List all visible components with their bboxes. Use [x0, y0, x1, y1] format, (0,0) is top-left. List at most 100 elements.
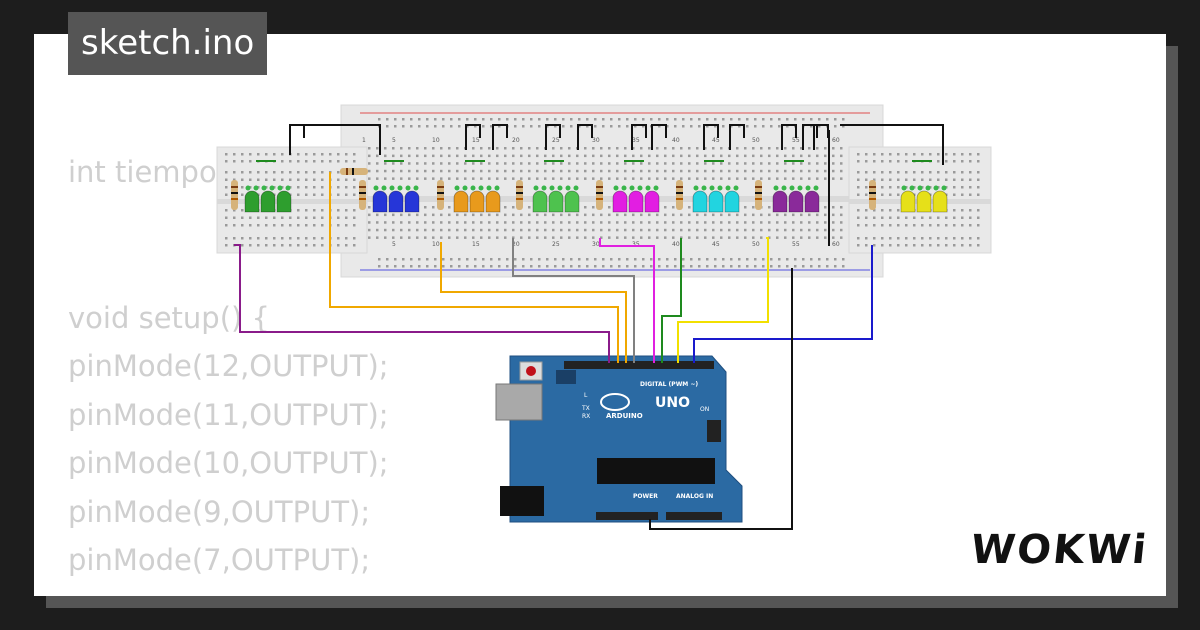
hole [448, 162, 451, 165]
hole [682, 258, 685, 261]
hole [408, 177, 411, 180]
usb-port [495, 383, 543, 421]
power-header [596, 512, 658, 520]
hole [784, 154, 787, 158]
hole [432, 147, 435, 150]
hole [752, 147, 755, 150]
code-line: pinMode(11,OUTPUT); [68, 397, 389, 432]
hole [512, 228, 515, 232]
hole [241, 216, 244, 219]
led-lead [277, 185, 283, 191]
hole [712, 154, 715, 158]
hole [514, 265, 517, 268]
hole [824, 169, 827, 173]
hole [257, 244, 260, 247]
hole [426, 118, 429, 121]
hole [432, 162, 435, 165]
hole [865, 209, 868, 212]
hole [889, 237, 892, 240]
hole [873, 209, 876, 212]
circuit-diagram: 1155101015152020252530303535404045455050… [216, 104, 992, 530]
hole [648, 213, 651, 217]
resistor-band [755, 192, 762, 194]
hole [818, 258, 821, 261]
hole [570, 258, 573, 261]
hole [241, 237, 244, 240]
hole [353, 153, 356, 156]
hole [826, 118, 829, 121]
hole [688, 162, 691, 165]
hole [624, 228, 627, 232]
breadboard-body [340, 104, 884, 278]
hole [480, 154, 483, 158]
resistor [869, 180, 876, 210]
hole [490, 258, 493, 261]
hole [265, 224, 268, 227]
hole [384, 154, 387, 158]
hole [744, 236, 747, 239]
hole [624, 221, 627, 224]
hole [656, 213, 659, 217]
hole [384, 147, 387, 150]
hole [488, 154, 491, 158]
hole [496, 228, 499, 232]
hole [472, 154, 475, 158]
hole [345, 237, 348, 240]
hole [953, 171, 956, 174]
hole [464, 154, 467, 158]
hole [704, 147, 707, 150]
l-label: L [584, 392, 588, 399]
hole [696, 147, 699, 150]
hole [696, 177, 699, 180]
hole [728, 154, 731, 158]
resistor-band [676, 192, 683, 194]
hole [273, 171, 276, 174]
hole [456, 162, 459, 165]
hole [472, 147, 475, 150]
hole [353, 237, 356, 240]
hole [456, 213, 459, 217]
hole [520, 154, 523, 158]
led [628, 190, 644, 213]
row-number: 60 [832, 241, 840, 248]
hole [776, 147, 779, 150]
hole [905, 237, 908, 240]
hole [432, 177, 435, 180]
hole [881, 244, 884, 247]
hole [600, 169, 603, 173]
hole [504, 177, 507, 180]
hole [416, 169, 419, 173]
hole [570, 265, 573, 268]
resistor-band [359, 192, 366, 194]
led-lead [789, 185, 795, 191]
led-lead [285, 185, 291, 191]
hole [680, 228, 683, 232]
file-tab[interactable]: sketch.ino [68, 12, 268, 75]
hole [784, 228, 787, 232]
hole [666, 118, 669, 121]
resistor-band [596, 192, 603, 194]
hole [496, 236, 499, 239]
led-lead [621, 185, 627, 191]
hole [834, 125, 837, 128]
resistor-band [755, 198, 762, 200]
hole [570, 125, 573, 128]
hole [824, 213, 827, 217]
hole [512, 177, 515, 180]
hole [881, 209, 884, 212]
hole [225, 186, 228, 189]
hole [392, 236, 395, 239]
hole [706, 118, 709, 121]
hole [424, 177, 427, 180]
hole [600, 213, 603, 217]
hole [337, 224, 340, 227]
hole [313, 237, 316, 240]
hole [674, 258, 677, 261]
hole [257, 171, 260, 174]
hole [456, 228, 459, 232]
hole [736, 147, 739, 150]
hole [816, 177, 819, 180]
hole [353, 244, 356, 247]
hole [600, 154, 603, 158]
hole [560, 213, 563, 217]
